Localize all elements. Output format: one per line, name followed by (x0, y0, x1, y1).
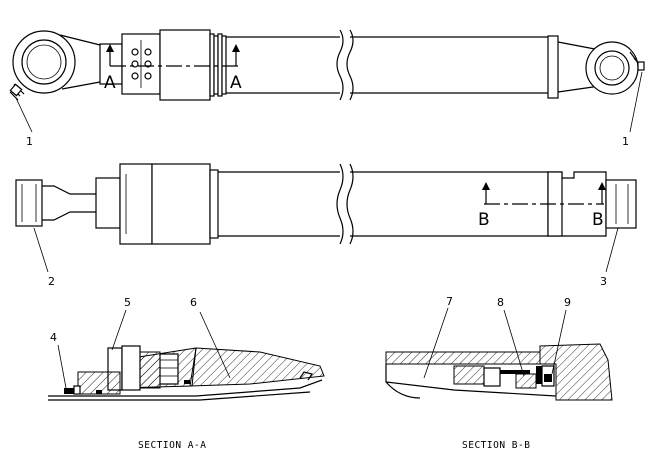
cylinder-top-view (9, 29, 645, 101)
callout-1-right: 1 (622, 135, 629, 148)
callout-leader-5 (111, 309, 127, 351)
callout-leader-4 (57, 344, 67, 389)
callout-leader-1-left (15, 97, 33, 133)
callout-9: 9 (564, 296, 571, 309)
callout-2: 2 (48, 275, 55, 288)
callout-leader-6 (199, 311, 231, 379)
callout-5: 5 (124, 296, 131, 309)
callout-4: 4 (50, 331, 57, 344)
section-marker-b-left: B (478, 210, 490, 230)
callout-1-left: 1 (26, 135, 33, 148)
callout-leader-8 (503, 309, 525, 377)
cylinder-middle-view (15, 163, 637, 245)
callout-leader-1-right (629, 71, 643, 133)
section-title-b-b: SECTION B-B (462, 440, 530, 451)
section-a-a-detail (48, 345, 325, 401)
section-marker-b-right: B (592, 210, 604, 230)
callout-leader-2 (33, 227, 49, 273)
callout-3: 3 (600, 275, 607, 288)
callout-leader-9 (551, 309, 567, 375)
callout-leader-7 (423, 307, 449, 379)
section-b-b-detail (385, 343, 613, 401)
callout-leader-3 (605, 227, 619, 273)
section-marker-a-left: A (104, 73, 116, 93)
callout-8: 8 (497, 296, 504, 309)
callout-7: 7 (446, 295, 453, 308)
section-title-a-a: SECTION A-A (138, 440, 206, 451)
section-marker-a-right: A (230, 73, 242, 93)
callout-6: 6 (190, 296, 197, 309)
